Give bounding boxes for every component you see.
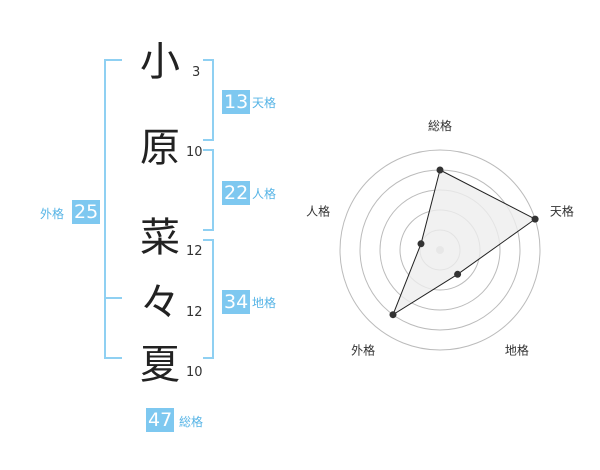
name-char-4: 々	[140, 280, 180, 326]
chikaku-badge: 34	[222, 290, 251, 314]
radar-axis-label-5: 人格	[306, 204, 330, 219]
name-char-5: 夏	[140, 342, 180, 388]
radar-axis-label-3: 地格	[505, 342, 529, 357]
radar-axis-label-4: 外格	[351, 342, 375, 357]
gaikaku-label: 外格	[40, 207, 65, 221]
tenkaku-badge: 13	[222, 90, 251, 114]
radar-point-5	[417, 240, 425, 248]
soukaku-badge: 47	[146, 408, 175, 432]
jinkaku-badge: 22	[222, 181, 251, 205]
radar-point-2	[531, 215, 539, 223]
name-char-3: 菜	[140, 215, 180, 261]
radar-axis-label-1: 総格	[428, 118, 452, 133]
stroke-count-3: 12	[186, 244, 203, 259]
stroke-count-4: 12	[186, 305, 203, 320]
tenkaku-label: 天格	[252, 96, 277, 110]
radar-point-1	[436, 166, 444, 174]
name-char-2: 原	[140, 125, 180, 171]
stroke-count-5: 10	[186, 365, 203, 380]
radar-point-4	[389, 311, 397, 319]
soukaku-label: 総格	[179, 415, 204, 429]
radar-point-3	[454, 270, 462, 278]
radar-grid-ring	[339, 149, 541, 351]
radar-axis-label-2: 天格	[550, 204, 574, 219]
stroke-count-1: 3	[192, 65, 201, 80]
stroke-count-2: 10	[186, 145, 203, 160]
jinkaku-label: 人格	[252, 187, 277, 201]
name-char-1: 小	[140, 39, 180, 85]
gaikaku-badge: 25	[72, 200, 101, 224]
radar-area	[391, 169, 537, 316]
chikaku-label: 地格	[252, 296, 277, 310]
